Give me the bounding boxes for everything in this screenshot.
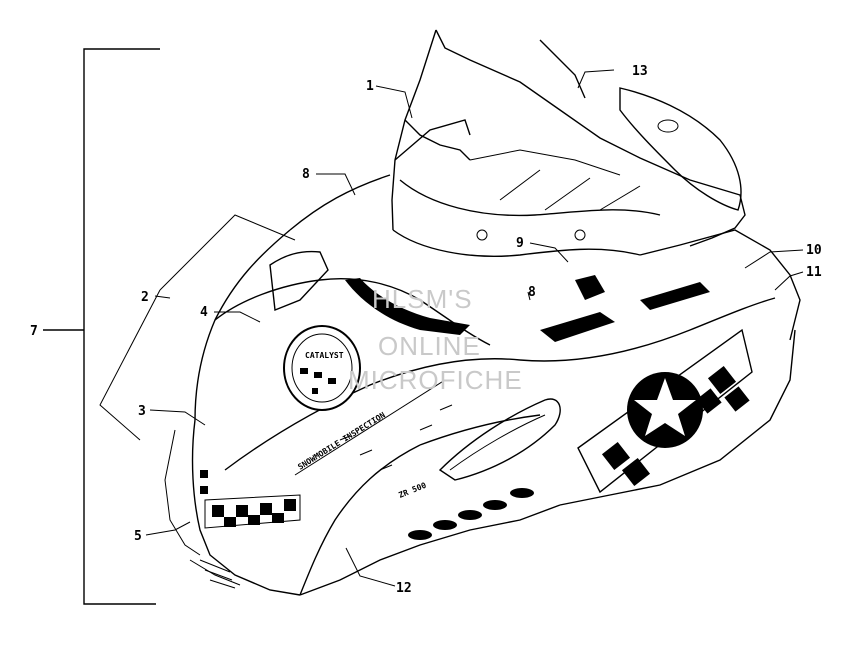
callout-1: 1 [366, 79, 374, 94]
side-script-text: ZR 500 [397, 481, 427, 500]
vent-slots [339, 404, 534, 540]
callout-5: 5 [134, 529, 142, 544]
leader-lines [145, 69, 804, 587]
mirror [269, 250, 329, 311]
callouts: 1 2 3 4 5 7 8 8 10 11 12 13 9 [30, 64, 822, 596]
checker-stripe-front [200, 470, 301, 529]
windshield [391, 29, 746, 247]
callout-2: 2 [141, 290, 149, 305]
callout-11: 11 [806, 265, 822, 280]
callout-13: 13 [632, 64, 648, 79]
callout-12: 12 [396, 581, 412, 596]
callout-4: 4 [200, 305, 208, 320]
badge-text: CATALYST [305, 351, 344, 360]
star-roundel [627, 372, 703, 448]
side-script-decal: ZR 500 [397, 481, 427, 500]
hood [164, 174, 796, 596]
callout-3: 3 [138, 404, 146, 419]
dash-vent [345, 275, 710, 342]
callout-8-lower: 8 [528, 285, 536, 300]
side-panel [438, 398, 561, 481]
round-badge: CATALYST [283, 325, 361, 411]
front-lights [199, 559, 236, 589]
callout-8-upper: 8 [302, 167, 310, 182]
callout-9: 9 [516, 236, 524, 251]
dash-console [392, 119, 801, 341]
watermark-line-1: HLSM'S [372, 284, 473, 314]
bracket-2 [99, 214, 296, 441]
callout-10: 10 [806, 243, 822, 258]
hood-script-text: SNOWMOBILE INSPECTION [296, 410, 387, 471]
bracket-7 [43, 48, 160, 605]
watermark: HLSM'S ONLINE MICROFICHE [348, 284, 523, 395]
watermark-line-3: MICROFICHE [348, 365, 523, 395]
watermark-line-2: ONLINE [378, 331, 481, 361]
callout-7: 7 [30, 324, 38, 339]
